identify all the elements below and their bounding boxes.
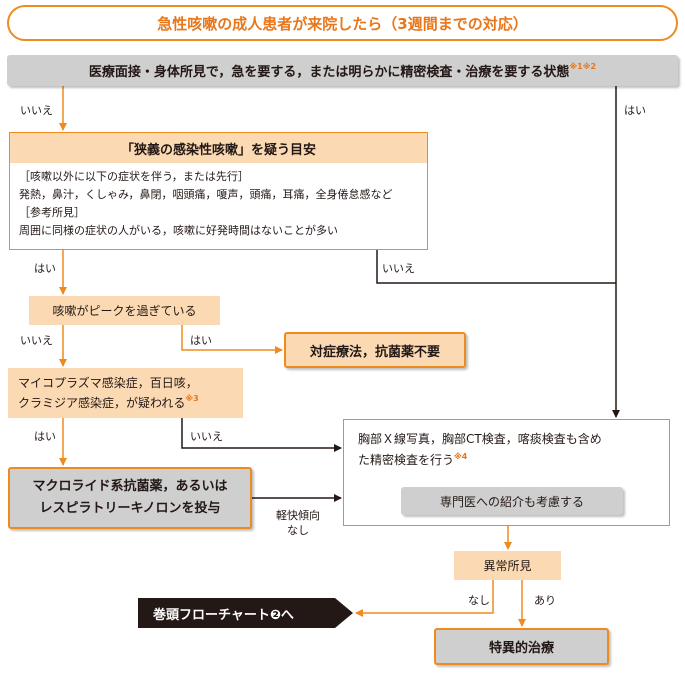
label-yes-assessment: はい	[624, 104, 646, 117]
initial-assessment-text: 医療面接・身体所見で，急を要する，または明らかに精密検査・治療を要する状態	[88, 65, 570, 80]
abnormal-findings-box: 異常所見	[454, 551, 561, 580]
mycoplasma-line2: クラミジア感染症，が疑われる	[18, 396, 186, 410]
detailed-exam-line2-wrap: た精密検査を行う※4	[358, 450, 663, 471]
criteria-line: 発熱，鼻汁，くしゃみ，鼻閉，咽頭痛，嗄声，頭痛，耳痛，全身倦怠感など	[19, 188, 393, 201]
criteria-line: ［参考所見］	[19, 206, 85, 219]
specialist-referral-box: 専門医への紹介も考慮する	[401, 487, 623, 515]
detailed-exam-line2: た精密検査を行う	[358, 453, 455, 467]
mycoplasma-line1: マイコプラズマ感染症，百日咳，	[18, 376, 198, 390]
arrow-myco-no-to-exam	[181, 418, 342, 452]
criteria-line: 周囲に同様の症状の人がいる，咳嗽に好発時間はないことが多い	[19, 224, 338, 237]
criteria-heading: 「狭義の感染性咳嗽」を疑う目安	[10, 133, 427, 163]
label-no-mycoplasma: いいえ	[190, 430, 223, 443]
page-title: 急性咳嗽の成人患者が来院したら（3週間までの対応）	[7, 5, 678, 41]
initial-assessment-note: ※1※2	[569, 62, 597, 71]
criteria-box: 「狭義の感染性咳嗽」を疑う目安 ［咳嗽以外に以下の症状を伴う，または先行］ 発熱…	[9, 132, 428, 250]
arrow-abnormal-none-to-flowchart	[355, 580, 494, 617]
macrolide-line2: レスピラトリーキノロンを投与	[39, 501, 221, 516]
macrolide-treatment-box: マクロライド系抗菌薬，あるいは レスピラトリーキノロンを投与	[8, 467, 252, 529]
banner-shape	[138, 598, 353, 628]
label-no-peak: いいえ	[20, 334, 53, 347]
special-treatment-box: 特異的治療	[434, 628, 609, 665]
detailed-exam-box: 胸部Ｘ線写真，胸部CT検査，喀痰検査も含め た精密検査を行う※4 専門医への紹介…	[343, 419, 670, 526]
flowchart-link-text: 巻頭フローチャート❷へ	[153, 607, 294, 623]
label-improving-line2: なし	[287, 524, 309, 537]
macrolide-line1: マクロライド系抗菌薬，あるいは	[32, 479, 228, 494]
criteria-line: ［咳嗽以外に以下の症状を伴う，または先行］	[19, 170, 249, 183]
criteria-body: ［咳嗽以外に以下の症状を伴う，または先行］ 発熱，鼻汁，くしゃみ，鼻閉，咽頭痛，…	[10, 163, 427, 245]
label-yes-mycoplasma: はい	[34, 430, 56, 443]
detailed-exam-note: ※4	[454, 452, 468, 461]
label-yes-criteria: はい	[34, 262, 56, 275]
label-improving-line1: 軽快傾向	[276, 509, 320, 522]
arrow-peak-to-symptomatic	[181, 325, 283, 354]
detailed-exam-line1: 胸部Ｘ線写真，胸部CT検査，喀痰検査も含め	[358, 432, 602, 446]
label-none: なし	[468, 594, 490, 607]
label-no-criteria: いいえ	[382, 262, 415, 275]
flowchart-link-banner[interactable]: 巻頭フローチャート❷へ	[138, 598, 353, 628]
label-no-improvement: 軽快傾向 なし	[276, 508, 320, 538]
initial-assessment-box: 医療面接・身体所見で，急を要する，または明らかに精密検査・治療を要する状態※1※…	[7, 55, 678, 86]
label-no-assessment: いいえ	[20, 104, 53, 117]
peak-question-box: 咳嗽がピークを過ぎている	[29, 296, 220, 325]
mycoplasma-note: ※3	[185, 394, 199, 403]
mycoplasma-line2-wrap: クラミジア感染症，が疑われる※3	[18, 393, 243, 413]
mycoplasma-question-box: マイコプラズマ感染症，百日咳， クラミジア感染症，が疑われる※3	[8, 368, 243, 418]
line-criteria-no-to-right	[376, 250, 616, 284]
label-yes-peak: はい	[190, 334, 212, 347]
detailed-exam-text: 胸部Ｘ線写真，胸部CT検査，喀痰検査も含め た精密検査を行う※4	[358, 429, 663, 471]
symptomatic-treatment-box: 対症療法，抗菌薬不要	[284, 332, 466, 368]
label-present: あり	[534, 594, 556, 607]
